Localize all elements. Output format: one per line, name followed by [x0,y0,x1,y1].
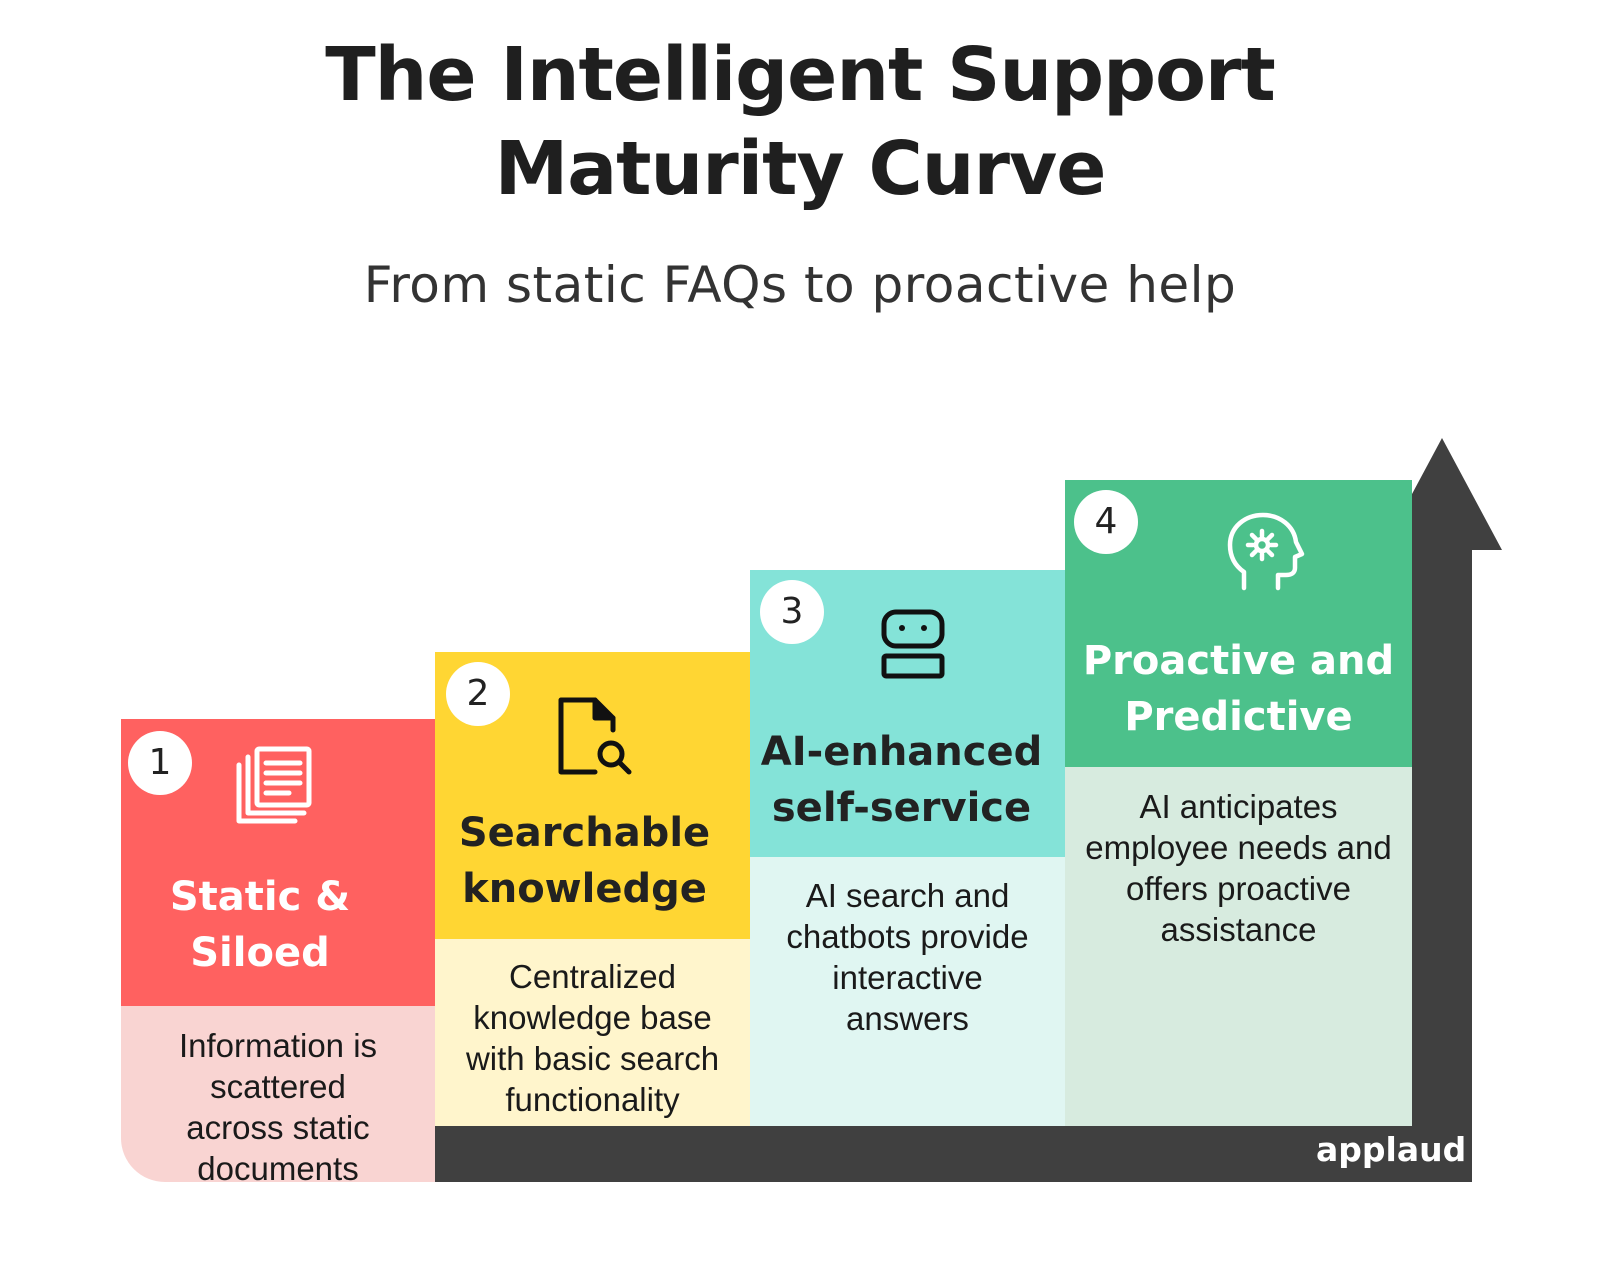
step-3-description-line-4: answers [846,1000,969,1037]
step-1-description: Information is scattered across static d… [141,1025,415,1182]
step-1-description-line-2: scattered [210,1068,346,1105]
page-title: The Intelligent Support Maturity Curve [0,28,1600,216]
step-2: 2 Searchable knowledge Centralized knowl… [435,652,750,1126]
step-1-body [121,1006,435,1182]
head-gear-icon [1227,512,1305,591]
step-4: 4 Proactive and Predictive AI anticipate… [1065,480,1412,1126]
step-4-title: Proactive and Predictive [1065,633,1412,745]
step-4-title-line-2: Predictive [1124,694,1353,740]
step-2-body [435,939,750,1126]
step-3-description-line-1: AI search and [805,877,1010,914]
brand-logo: applaud [1316,1130,1467,1169]
step-4-description-line-2: employee needs and [1085,829,1392,866]
step-2-description-line-3: with basic search [465,1040,720,1077]
step-1-description-line-3: across static [186,1109,370,1146]
step-1-description-line-4: documents [197,1150,359,1182]
step-3-body [750,857,1065,1126]
step-2-description-line-1: Centralized [509,958,676,995]
document-search-icon [558,697,632,775]
step-2-description: Centralized knowledge base with basic se… [455,956,730,1120]
step-3-description: AI search and chatbots provide interacti… [770,875,1045,1039]
step-1-title-line-1: Static & [169,874,351,920]
step-3-number-badge: 3 [760,580,824,644]
step-3-description-line-2: chatbots provide [786,918,1029,955]
step-4-title-line-1: Proactive and [1082,638,1395,684]
step-4-description-line-4: assistance [1160,911,1317,948]
robot-icon [881,609,945,679]
step-2-title: Searchable knowledge [435,805,742,917]
step-4-description: AI anticipates employee needs and offers… [1085,786,1392,950]
documents-stack-icon [236,746,312,824]
step-2-title-line-2: knowledge [462,866,707,912]
step-3-title-line-1: AI-enhanced [760,729,1043,775]
step-1-title-line-2: Siloed [190,930,330,976]
step-4-description-line-3: offers proactive [1125,870,1351,907]
step-3-description-line-3: interactive [832,959,983,996]
step-1-title: Static & Siloed [121,869,417,981]
step-4-body [1065,767,1412,1126]
step-3-title: AI-enhanced self-service [750,724,1059,836]
step-4-description-line-1: AI anticipates [1139,788,1338,825]
step-1-number-badge: 1 [128,731,192,795]
step-2-description-line-4: functionality [505,1081,680,1118]
step-1-description-line-1: Information is [178,1027,378,1064]
step-3: 3 AI-enhanced self-service AI search and… [750,570,1065,1126]
step-2-number-badge: 2 [446,662,510,726]
title-line-1: The Intelligent Support [325,32,1276,118]
step-1: 1 Static & Siloed Information is scatter… [121,719,435,1182]
page-subtitle: From static FAQs to proactive help [363,256,1237,314]
step-2-title-line-1: Searchable [458,810,711,856]
step-4-number-badge: 4 [1074,490,1138,554]
title-line-2: Maturity Curve [494,126,1107,212]
step-2-description-line-2: knowledge base [473,999,712,1036]
step-3-title-line-2: self-service [771,785,1032,831]
